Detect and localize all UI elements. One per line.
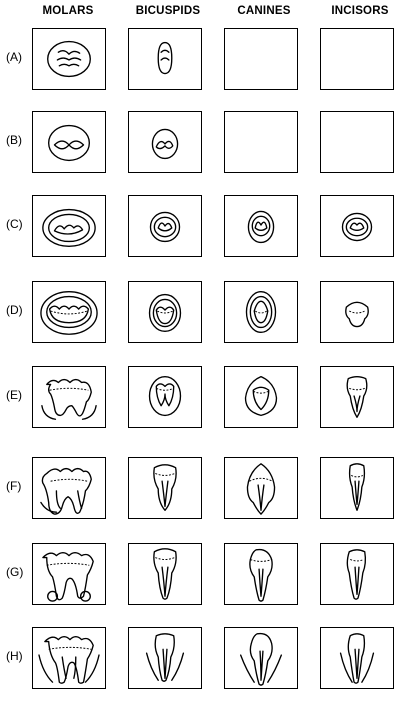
panel-g-molars bbox=[32, 543, 106, 605]
panel-g-incisors bbox=[320, 543, 394, 605]
panel-d-canines bbox=[224, 281, 298, 343]
panel-f-incisors bbox=[320, 457, 394, 519]
panel-a-incisors bbox=[320, 28, 394, 90]
tooth-sketch bbox=[244, 376, 278, 417]
column-header-canines: CANINES bbox=[237, 5, 291, 17]
tooth-sketch bbox=[149, 211, 181, 243]
tooth-sketch bbox=[153, 548, 177, 600]
tooth-sketch bbox=[41, 378, 97, 420]
row-label-f: (F) bbox=[6, 479, 22, 493]
tooth-sketch bbox=[157, 41, 173, 75]
tooth-sketch bbox=[345, 301, 369, 328]
row-label-a: (A) bbox=[6, 50, 22, 64]
row-label-e: (E) bbox=[6, 388, 22, 402]
panel-h-canines bbox=[224, 627, 298, 689]
tooth-sketch bbox=[240, 632, 282, 686]
tooth-sketch bbox=[321, 29, 393, 89]
panel-a-canines bbox=[224, 28, 298, 90]
panel-f-molars bbox=[32, 457, 106, 519]
tooth-sketch bbox=[225, 29, 297, 89]
panel-d-bicuspids bbox=[128, 281, 202, 343]
tooth-sketch bbox=[40, 291, 98, 335]
panel-a-molars bbox=[32, 28, 106, 90]
tooth-sketch bbox=[348, 463, 366, 511]
row-label-h: (H) bbox=[6, 649, 23, 663]
tooth-sketch bbox=[145, 633, 185, 682]
panel-d-incisors bbox=[320, 281, 394, 343]
panel-b-molars bbox=[32, 111, 106, 173]
column-header-bicuspids: BICUSPIDS bbox=[135, 5, 201, 17]
panel-h-incisors bbox=[320, 627, 394, 689]
tooth-sketch bbox=[148, 293, 182, 333]
panel-b-canines bbox=[224, 111, 298, 173]
column-header-incisors: INCISORS bbox=[331, 5, 389, 17]
panel-c-bicuspids bbox=[128, 195, 202, 257]
tooth-sketch bbox=[341, 212, 373, 242]
panel-b-incisors bbox=[320, 111, 394, 173]
tooth-sketch bbox=[339, 633, 375, 684]
tooth-sketch bbox=[42, 208, 96, 247]
tooth-sketch bbox=[48, 124, 90, 162]
panel-h-bicuspids bbox=[128, 627, 202, 689]
panel-g-bicuspids bbox=[128, 543, 202, 605]
tooth-sketch bbox=[153, 464, 177, 511]
tooth-sketch bbox=[151, 128, 179, 160]
panel-f-bicuspids bbox=[128, 457, 202, 519]
tooth-sketch bbox=[47, 40, 91, 78]
panel-c-canines bbox=[224, 195, 298, 257]
column-header-molars: MOLARS bbox=[42, 5, 94, 17]
tooth-sketch bbox=[247, 210, 275, 244]
tooth-sketch bbox=[346, 549, 367, 600]
panel-e-bicuspids bbox=[128, 366, 202, 428]
row-label-d: (D) bbox=[6, 303, 23, 317]
panel-g-canines bbox=[224, 543, 298, 605]
row-label-b: (B) bbox=[6, 133, 22, 147]
tooth-sketch bbox=[38, 636, 100, 684]
tooth-sketch bbox=[245, 291, 277, 333]
panel-c-molars bbox=[32, 195, 106, 257]
panel-d-molars bbox=[32, 281, 106, 343]
panel-e-molars bbox=[32, 366, 106, 428]
panel-h-molars bbox=[32, 627, 106, 689]
tooth-sketch bbox=[321, 112, 393, 172]
panel-e-incisors bbox=[320, 366, 394, 428]
tooth-sketch bbox=[42, 552, 94, 602]
panel-c-incisors bbox=[320, 195, 394, 257]
row-label-c: (C) bbox=[6, 217, 23, 231]
tooth-sketch bbox=[40, 467, 92, 515]
row-label-g: (G) bbox=[6, 565, 24, 579]
panel-b-bicuspids bbox=[128, 111, 202, 173]
tooth-sketch bbox=[225, 112, 297, 172]
tooth-sketch bbox=[249, 548, 273, 602]
panel-a-bicuspids bbox=[128, 28, 202, 90]
tooth-sketch bbox=[346, 376, 368, 418]
panel-f-canines bbox=[224, 457, 298, 519]
panel-e-canines bbox=[224, 366, 298, 428]
tooth-sketch bbox=[148, 376, 182, 417]
tooth-sketch bbox=[246, 463, 276, 515]
